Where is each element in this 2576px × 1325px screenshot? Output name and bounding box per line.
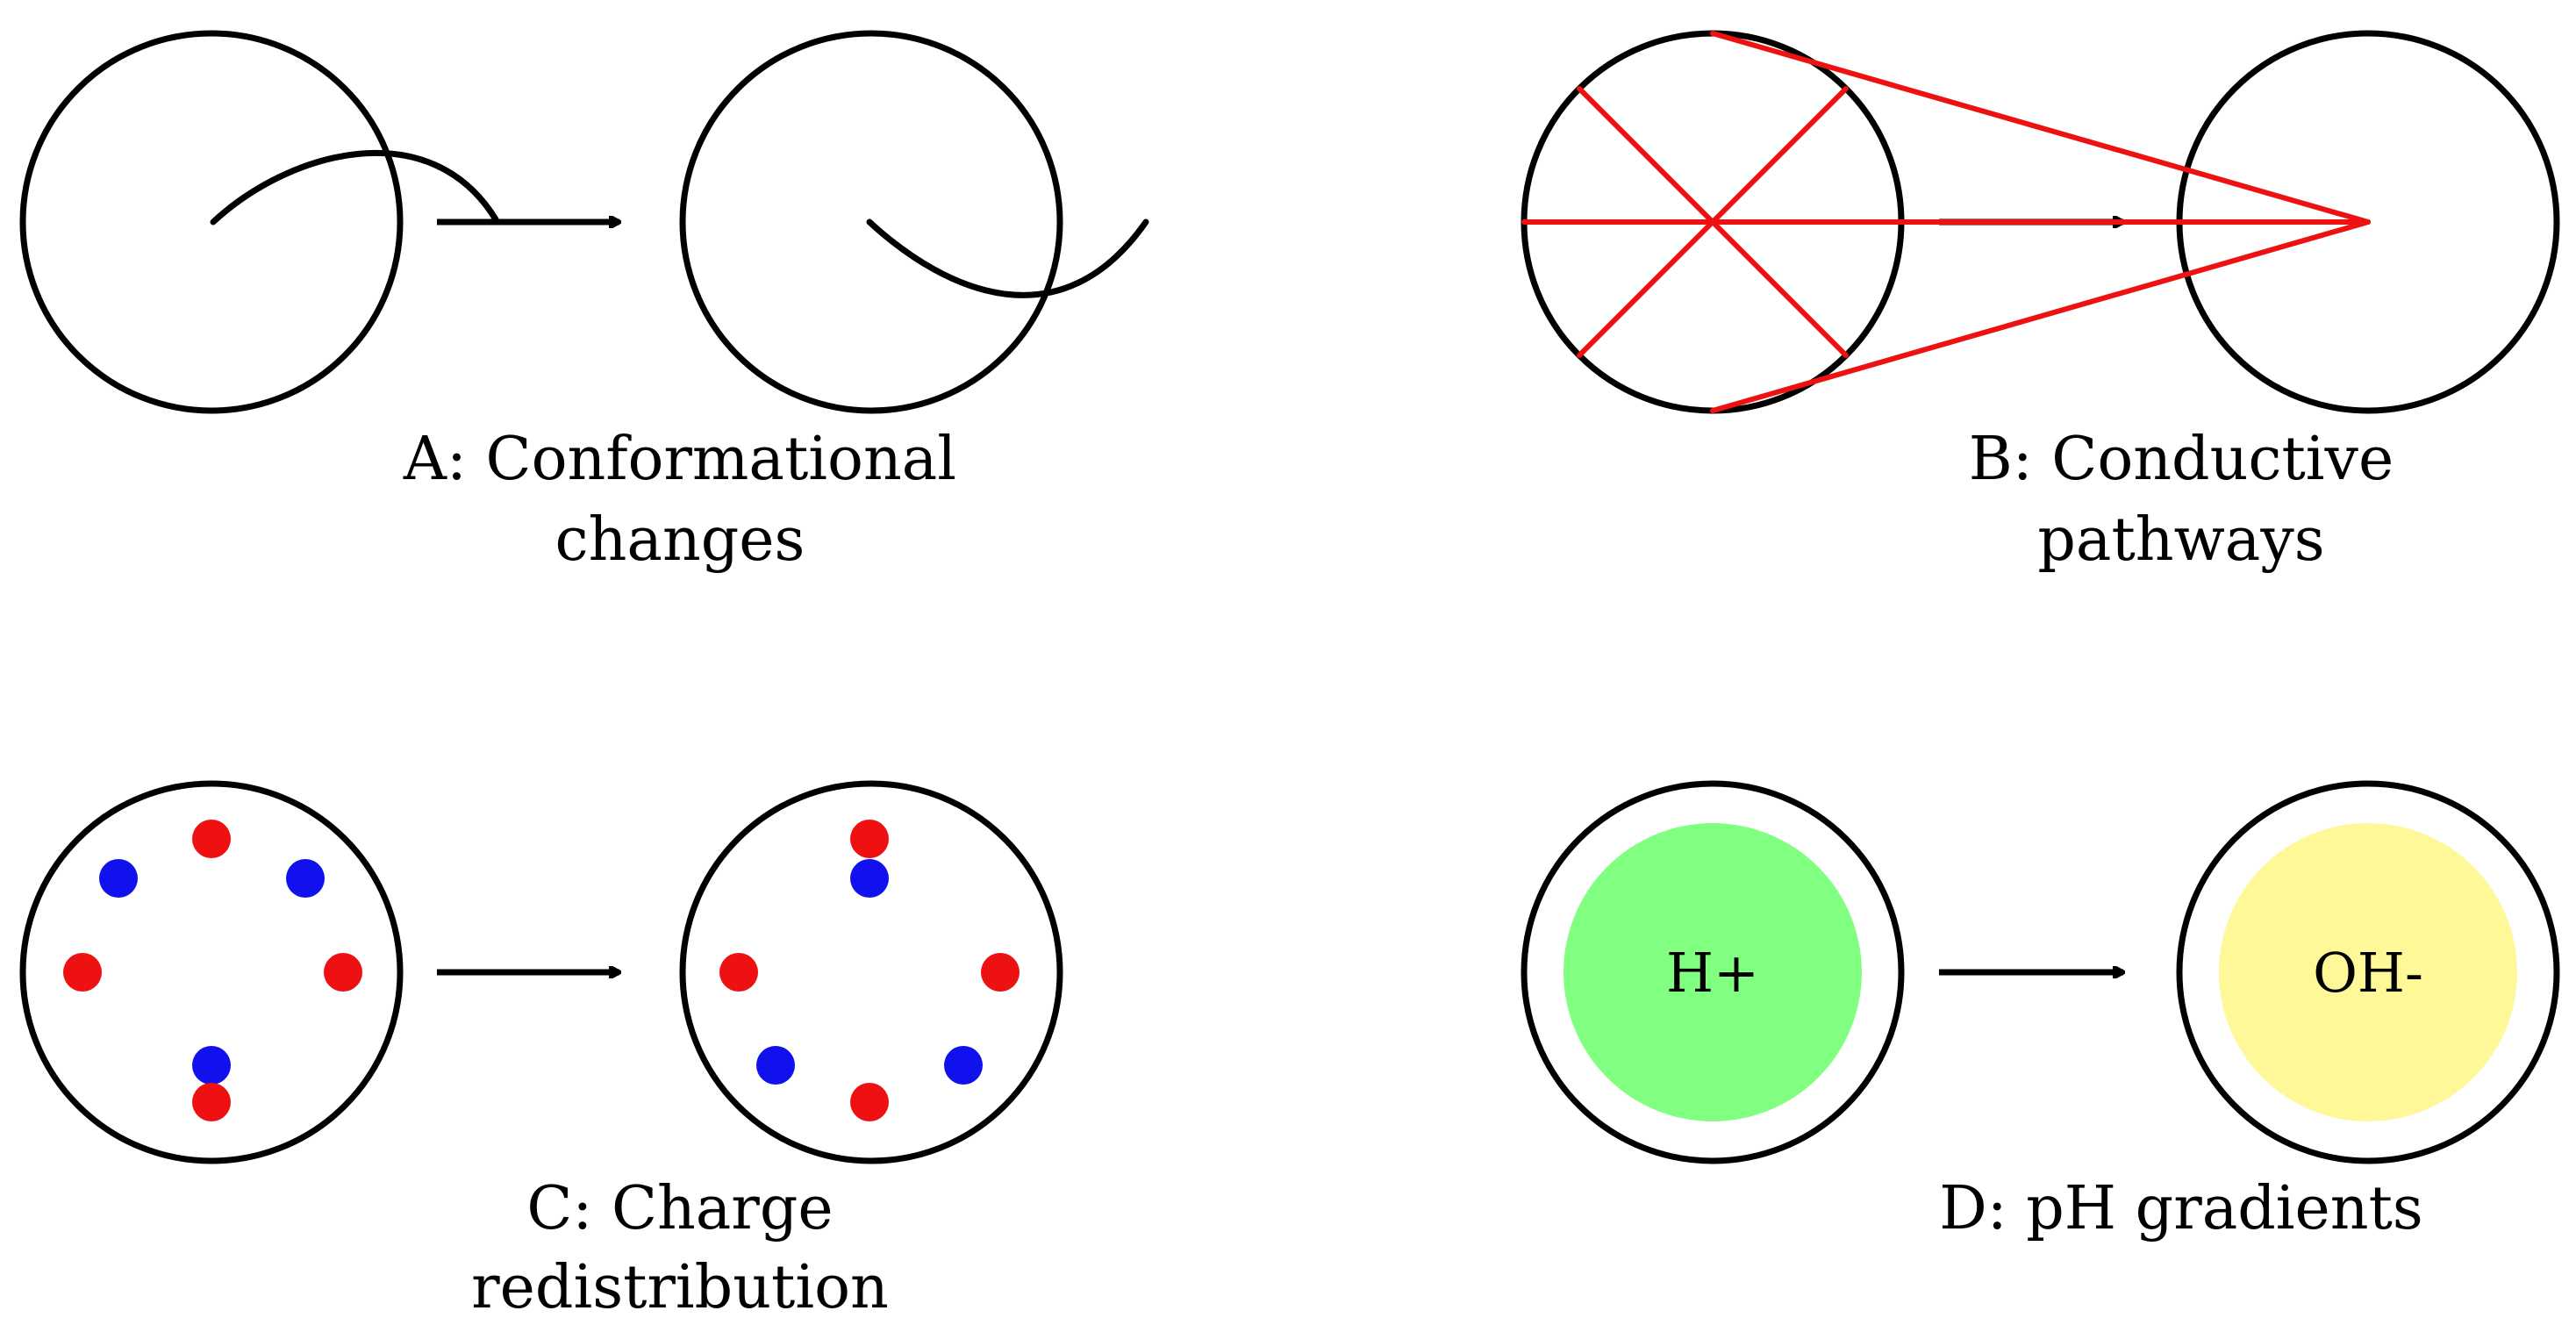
panel-a-right-circle: [679, 30, 1063, 414]
panel-c-charge: C: Charge redistribution: [19, 780, 1063, 1322]
negative-charge: [99, 859, 138, 898]
panel-b-caption-line2: pathways: [2037, 505, 2324, 575]
positive-charge: [719, 953, 758, 992]
panel-c-right-circle: [679, 780, 1063, 1164]
panel-a-left-chain: [210, 149, 499, 226]
panel-c-caption-line2: redistribution: [471, 1253, 889, 1322]
panel-b-pathways: [1521, 31, 2371, 413]
panel-a-left-circle: [19, 30, 404, 414]
panel-d-right-fill: [2219, 823, 2517, 1121]
positive-charge: [850, 1083, 889, 1121]
negative-charge: [192, 1046, 231, 1085]
panel-d-left-fill: [1563, 823, 1862, 1121]
negative-charge: [286, 859, 325, 898]
panel-a-caption-line1: A: Conformational: [403, 425, 956, 494]
positive-charge: [63, 953, 102, 992]
positive-charge: [324, 953, 362, 992]
panel-d-right-circle: [2176, 780, 2560, 1164]
positive-charge: [850, 820, 889, 858]
panel-a-conformational: A: Conformational changes: [19, 30, 1149, 575]
pathway-line: [1710, 31, 2371, 225]
panel-b-conductive: B: Conductive pathways: [1521, 30, 2560, 575]
negative-charge: [850, 859, 889, 898]
negative-charge: [944, 1046, 983, 1085]
panel-c-caption-line1: C: Charge: [526, 1174, 833, 1243]
panel-c-left-circle: [19, 780, 404, 1164]
panel-a-right-chain: [866, 218, 1149, 298]
positive-charge: [192, 820, 231, 858]
negative-charge: [756, 1046, 795, 1085]
panel-d-right-label: OH-: [2313, 941, 2423, 1005]
pathway-line: [1710, 219, 2371, 413]
positive-charge: [981, 953, 1020, 992]
panel-d-left-circle: [1521, 780, 1905, 1164]
positive-charge: [192, 1083, 231, 1121]
pathway-line: [1577, 86, 1849, 358]
panel-b-caption-line1: B: Conductive: [1969, 425, 2394, 494]
panel-d-caption: D: pH gradients: [1939, 1174, 2423, 1243]
panel-d-left-label: H+: [1666, 941, 1759, 1005]
panel-d-ph: H+ OH- D: pH gradients: [1521, 780, 2560, 1243]
panel-a-caption-line2: changes: [555, 505, 805, 575]
